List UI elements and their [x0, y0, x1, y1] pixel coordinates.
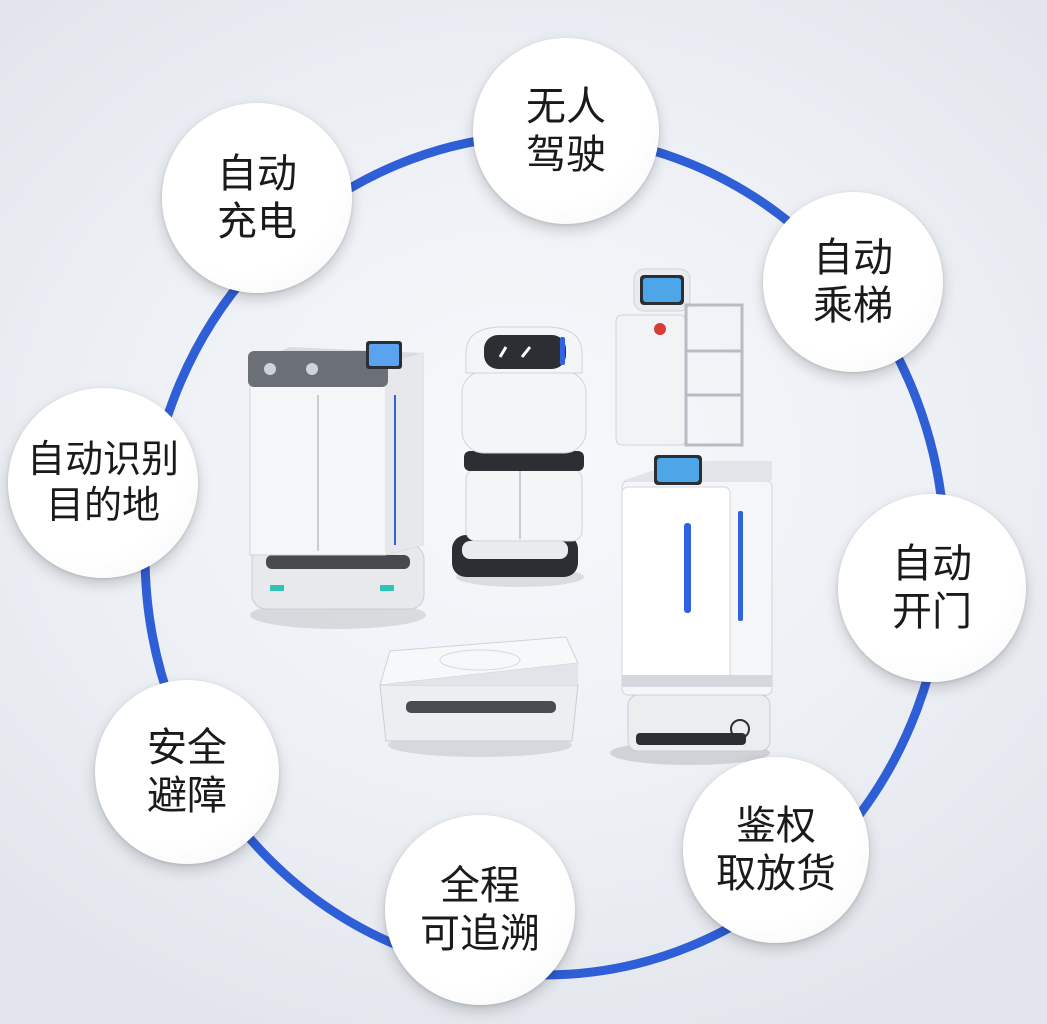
- feature-badge-autonomous-driving: 无人 驾驶: [473, 38, 659, 224]
- feature-line: 自动: [813, 235, 893, 281]
- robot-cabinet-right: [610, 455, 773, 765]
- robot-rack: [615, 268, 744, 447]
- robot-cabinet-left: [248, 341, 426, 629]
- feature-line: 充电: [217, 199, 297, 245]
- feature-badge-destination-recognition: 自动识别 目的地: [8, 388, 198, 578]
- robot-humanoid: [452, 326, 587, 587]
- feature-badge-auto-charging: 自动 充电: [162, 103, 352, 293]
- feature-line: 可追溯: [420, 911, 540, 957]
- feature-line: 安全: [147, 725, 227, 771]
- feature-line: 乘梯: [813, 283, 893, 329]
- feature-badge-auto-door: 自动 开门: [838, 494, 1026, 682]
- feature-line: 驾驶: [526, 132, 606, 178]
- feature-line: 自动识别: [26, 437, 179, 482]
- feature-badge-auto-elevator: 自动 乘梯: [763, 192, 943, 372]
- robots-illustration: [248, 268, 773, 765]
- feature-line: 全程: [440, 863, 520, 909]
- feature-line: 取放货: [716, 851, 836, 897]
- feature-line: 目的地: [45, 483, 160, 527]
- feature-line: 无人: [526, 84, 606, 130]
- feature-line: 自动: [892, 541, 972, 587]
- robot-flat-agv: [379, 636, 579, 757]
- feature-badge-obstacle-avoidance: 安全 避障: [95, 680, 279, 864]
- feature-line: 开门: [892, 589, 972, 635]
- feature-line: 避障: [147, 773, 227, 819]
- feature-line: 鉴权: [736, 803, 816, 849]
- feature-line: 自动: [217, 151, 297, 197]
- feature-badge-traceability: 全程 可追溯: [385, 815, 575, 1005]
- feature-badge-authenticated-pickup: 鉴权 取放货: [683, 757, 869, 943]
